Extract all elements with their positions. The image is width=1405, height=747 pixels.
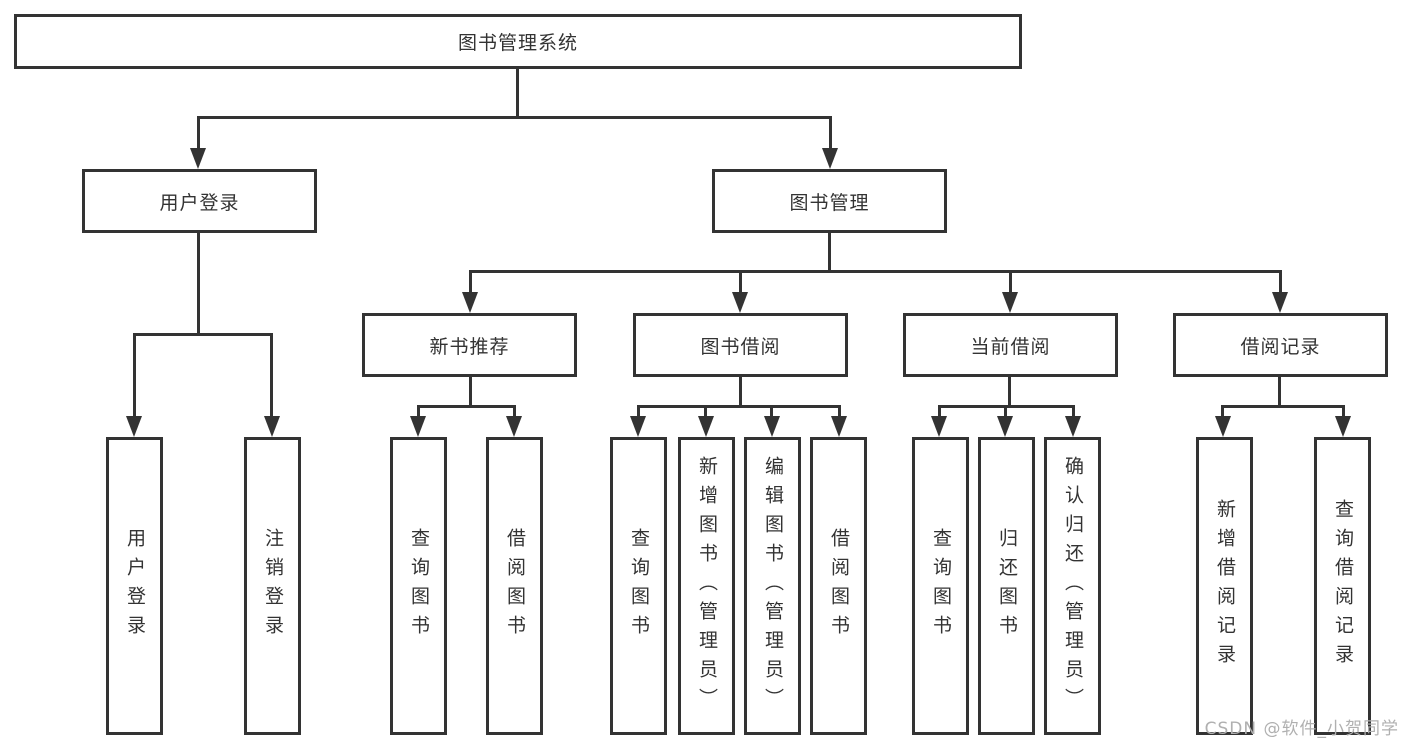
connector	[739, 270, 742, 294]
connector	[469, 270, 472, 294]
leaf-label: 借阅图书	[504, 528, 526, 644]
node-label: 图书管理系统	[457, 32, 578, 54]
connector	[1072, 405, 1075, 419]
arrowhead-down-icon	[506, 416, 522, 437]
node-book-management: 图书管理	[712, 169, 947, 233]
connector	[637, 405, 640, 419]
connector	[739, 376, 742, 407]
node-label: 用户登录	[159, 191, 240, 214]
connector	[1278, 376, 1281, 407]
leaf-add-books-admin: 新增图书（管理员）	[678, 437, 735, 735]
leaf-label: 借阅图书	[828, 528, 850, 644]
connector	[1008, 376, 1011, 407]
arrowhead-down-icon	[630, 416, 646, 437]
arrowhead-down-icon	[698, 416, 714, 437]
leaf-edit-books-admin: 编辑图书（管理员）	[744, 437, 801, 735]
connector	[1004, 405, 1007, 419]
arrowhead-down-icon	[1335, 416, 1351, 437]
node-new-book-recommend: 新书推荐	[362, 313, 577, 377]
leaf-label: 注销登录	[262, 528, 284, 644]
arrowhead-down-icon	[1002, 292, 1018, 313]
node-label: 图书借阅	[700, 335, 781, 358]
leaf-label: 查询图书	[408, 528, 430, 644]
connector	[516, 68, 519, 118]
connector	[770, 405, 773, 419]
connector	[938, 405, 941, 419]
arrowhead-down-icon	[1272, 292, 1288, 313]
connector	[1221, 405, 1345, 408]
arrowhead-down-icon	[1065, 416, 1081, 437]
node-user-login: 用户登录	[82, 169, 317, 233]
connector	[1342, 405, 1345, 419]
connector	[1009, 270, 1012, 294]
leaf-confirm-return-admin: 确认归还（管理员）	[1044, 437, 1101, 735]
leaf-label: 新增借阅记录	[1214, 499, 1236, 673]
arrowhead-down-icon	[764, 416, 780, 437]
arrowhead-down-icon	[264, 416, 280, 437]
connector	[513, 405, 516, 419]
leaf-label: 查询图书	[930, 528, 952, 644]
leaf-label: 查询借阅记录	[1332, 499, 1354, 673]
connector	[1279, 270, 1282, 294]
connector	[417, 405, 516, 408]
connector	[469, 270, 1282, 273]
leaf-borrow-books-borrowing: 借阅图书	[810, 437, 867, 735]
node-label: 图书管理	[789, 191, 870, 214]
leaf-query-books-current: 查询图书	[912, 437, 969, 735]
connector	[417, 405, 420, 419]
node-label: 借阅记录	[1240, 335, 1321, 358]
arrowhead-down-icon	[822, 148, 838, 169]
node-label: 新书推荐	[429, 335, 510, 358]
leaf-label: 归还图书	[996, 528, 1018, 644]
connector	[838, 405, 841, 419]
connector	[829, 116, 832, 150]
leaf-logout: 注销登录	[244, 437, 301, 735]
node-label: 当前借阅	[970, 335, 1051, 358]
leaf-label: 新增图书（管理员）	[696, 455, 718, 717]
leaf-add-borrow-record: 新增借阅记录	[1196, 437, 1253, 735]
arrowhead-down-icon	[462, 292, 478, 313]
leaf-label: 确认归还（管理员）	[1062, 455, 1084, 717]
leaf-label: 查询图书	[628, 528, 650, 644]
leaf-return-books: 归还图书	[978, 437, 1035, 735]
arrowhead-down-icon	[410, 416, 426, 437]
arrowhead-down-icon	[1215, 416, 1231, 437]
connector	[828, 232, 831, 273]
node-borrowing-records: 借阅记录	[1173, 313, 1388, 377]
node-library-system: 图书管理系统	[14, 14, 1022, 69]
connector	[1221, 405, 1224, 419]
connector	[469, 376, 472, 407]
csdn-watermark: CSDN @软件_小贺同学	[1204, 719, 1399, 739]
node-book-borrowing: 图书借阅	[633, 313, 848, 377]
connector	[270, 333, 273, 418]
arrowhead-down-icon	[732, 292, 748, 313]
leaf-borrow-books-recommend: 借阅图书	[486, 437, 543, 735]
arrowhead-down-icon	[190, 148, 206, 169]
arrowhead-down-icon	[126, 416, 142, 437]
arrowhead-down-icon	[997, 416, 1013, 437]
connector	[133, 333, 136, 418]
leaf-label: 用户登录	[124, 528, 146, 644]
connector	[197, 232, 200, 335]
connector	[133, 333, 273, 336]
leaf-query-books-recommend: 查询图书	[390, 437, 447, 735]
leaf-user-login: 用户登录	[106, 437, 163, 735]
arrowhead-down-icon	[931, 416, 947, 437]
leaf-query-borrow-record: 查询借阅记录	[1314, 437, 1371, 735]
node-current-borrowing: 当前借阅	[903, 313, 1118, 377]
connector	[197, 116, 831, 119]
connector	[197, 116, 200, 150]
connector	[637, 405, 841, 408]
arrowhead-down-icon	[831, 416, 847, 437]
leaf-label: 编辑图书（管理员）	[762, 455, 784, 717]
leaf-query-books-borrowing: 查询图书	[610, 437, 667, 735]
connector	[704, 405, 707, 419]
